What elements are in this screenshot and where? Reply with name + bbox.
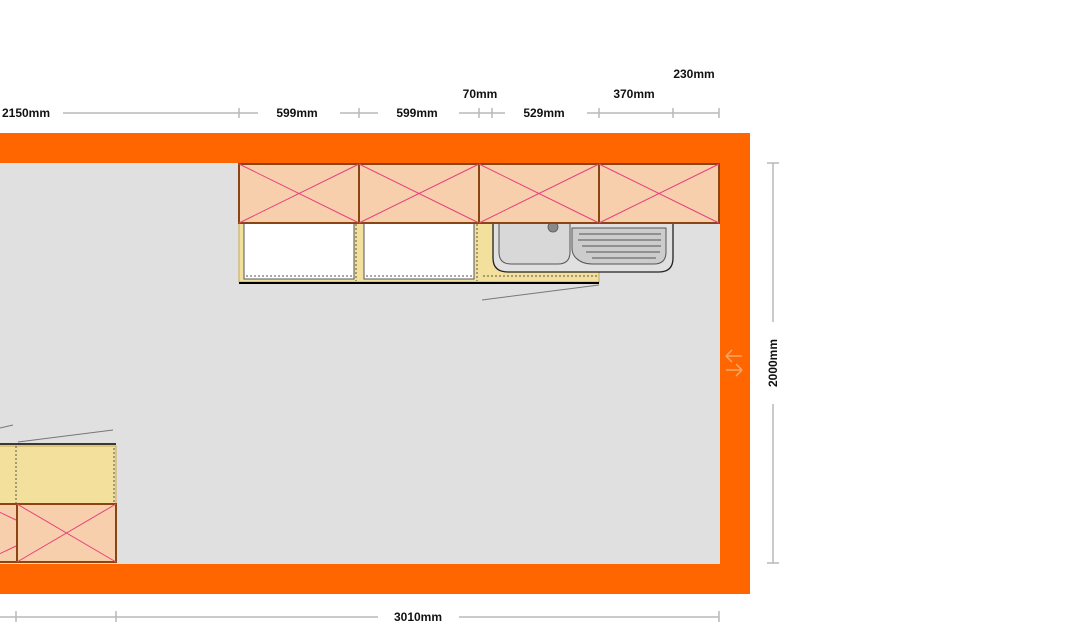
dim-label-2000: 2000mm: [766, 339, 780, 387]
wall-cabinet[interactable]: [478, 163, 600, 224]
wall-cabinet[interactable]: [358, 163, 480, 224]
top-wall-cabinets: [238, 163, 720, 224]
top-cabinet-run: [238, 221, 674, 301]
wall-cabinet[interactable]: [0, 503, 18, 563]
dim-label-70: 70mm: [463, 87, 498, 101]
dim-label-2150: 2150mm: [2, 106, 50, 120]
base-cabinet[interactable]: [0, 445, 117, 505]
dim-label-599-b: 599mm: [396, 106, 437, 120]
wall-cabinet[interactable]: [238, 163, 360, 224]
dim-label-529: 529mm: [523, 106, 564, 120]
door-arrow-icon[interactable]: [725, 349, 743, 377]
dim-label-599-a: 599mm: [276, 106, 317, 120]
right-dimension: 2000mm: [766, 162, 780, 564]
base-cabinet-drawer[interactable]: [363, 222, 475, 280]
base-cabinet-drawer[interactable]: [243, 222, 355, 280]
bottom-dimension: 3010mm: [0, 610, 720, 624]
left-cabinet-run: [0, 424, 117, 563]
dim-label-230: 230mm: [673, 67, 714, 81]
dim-label-3010: 3010mm: [394, 610, 442, 624]
top-dimension-chain: 2150mm 599mm 599mm 70mm 529mm 370mm 230m…: [2, 67, 720, 120]
wall-cabinet[interactable]: [16, 503, 117, 563]
dim-label-370: 370mm: [613, 87, 654, 101]
wall-cabinet[interactable]: [598, 163, 720, 224]
sink-with-drainer-icon[interactable]: [492, 221, 674, 273]
